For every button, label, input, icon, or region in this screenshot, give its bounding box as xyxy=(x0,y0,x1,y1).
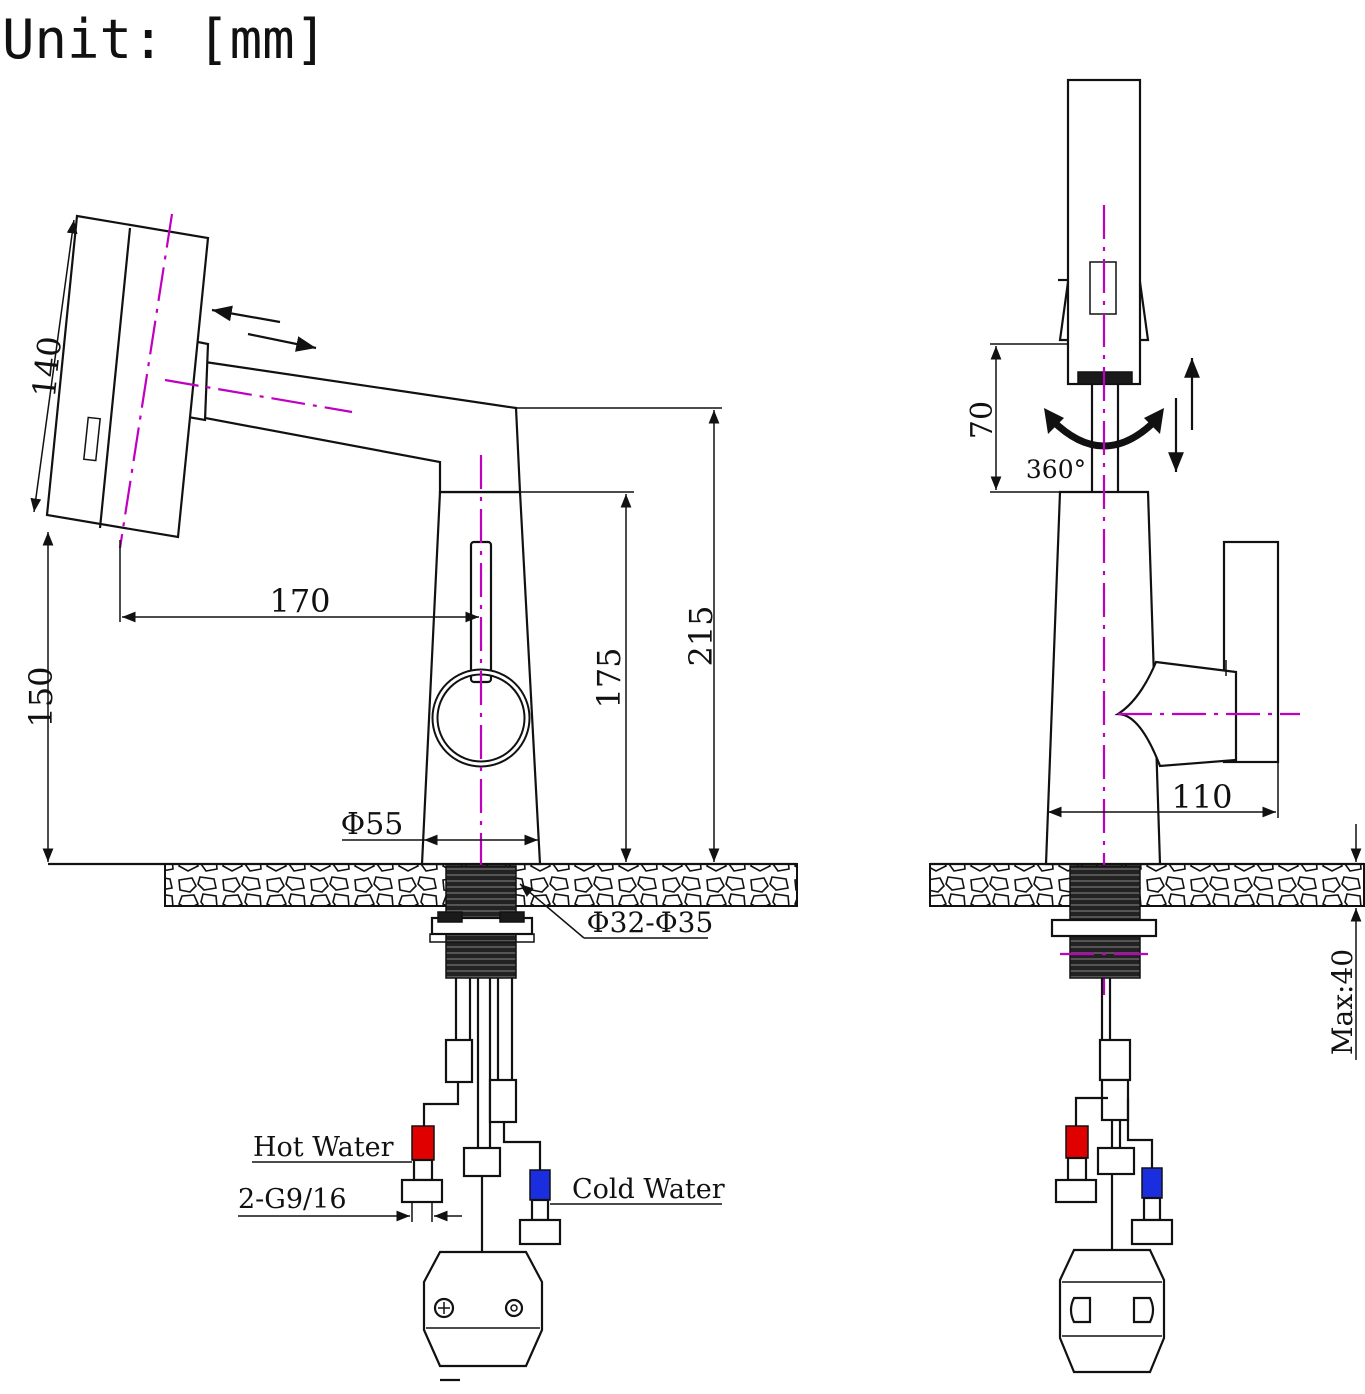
front-view: 360° 70 110 Max:40 xyxy=(929,78,1365,1374)
front-body xyxy=(1044,490,1162,866)
front-cold-valve-marker xyxy=(1141,1167,1163,1199)
hot-valve-marker xyxy=(411,1125,435,1161)
spray-head xyxy=(45,214,210,539)
front-control-box xyxy=(1058,1248,1166,1374)
dim-total-height: 215 xyxy=(682,605,720,666)
front-hot-valve-marker xyxy=(1065,1125,1089,1159)
dim-pullout-travel: 70 xyxy=(965,401,1000,439)
rotation-label: 360° xyxy=(1026,455,1086,484)
spout-arm xyxy=(203,360,522,494)
thread-size-label: 2-G9/16 xyxy=(238,1184,347,1215)
unit-label: Unit: [mm] xyxy=(2,8,327,71)
dim-spout-reach: 170 xyxy=(269,582,330,620)
dim-outlet-height: 150 xyxy=(22,666,60,727)
dim-base-diameter: Φ55 xyxy=(341,807,404,842)
dim-max-deck-thickness: Max:40 xyxy=(1326,949,1359,1055)
control-box xyxy=(422,1250,544,1368)
dim-handle-reach: 110 xyxy=(1171,778,1232,816)
countertop-right xyxy=(929,863,1365,907)
dim-spout-height: 140 xyxy=(25,334,69,399)
cold-water-label: Cold Water xyxy=(572,1174,725,1205)
dim-hole-diameter: Φ32-Φ35 xyxy=(587,906,714,939)
cold-valve-marker xyxy=(529,1169,551,1201)
dim-body-height: 175 xyxy=(590,647,628,708)
hot-water-label: Hot Water xyxy=(253,1132,394,1163)
side-view: 140 150 170 175 215 Φ55 Φ32-Φ35 xyxy=(22,213,798,1382)
